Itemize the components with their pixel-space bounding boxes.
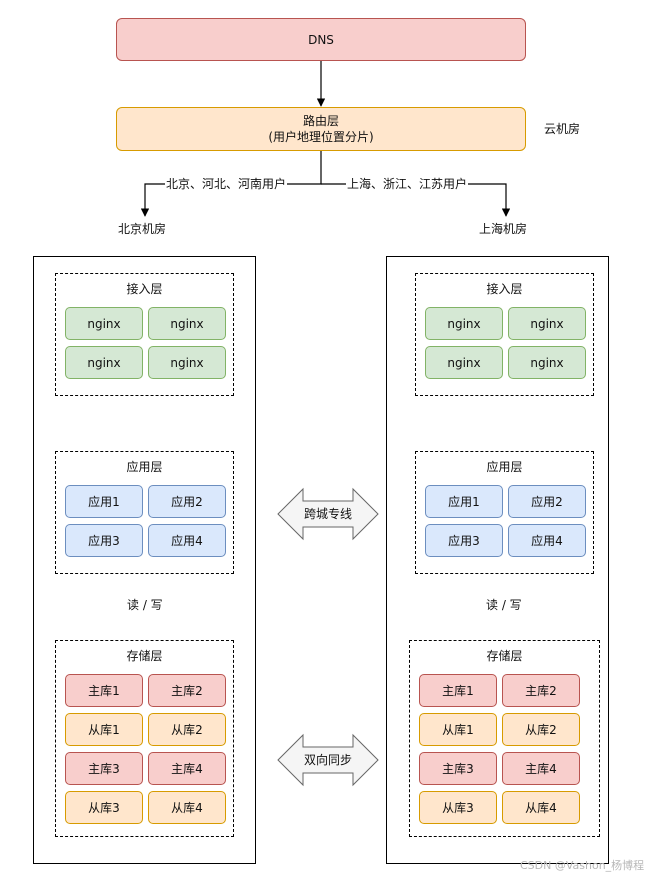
watermark: CSDN @Vashon_杨博程 (520, 859, 645, 872)
bj-read-write-label: 读 / 写 (125, 598, 165, 612)
sh-read-write-label: 读 / 写 (484, 598, 524, 612)
bj-nginx-node: nginx (65, 346, 143, 379)
bj-nginx-node: nginx (148, 346, 226, 379)
dns-label: DNS (308, 32, 334, 47)
bj-master-db-node: 主库3 (65, 752, 143, 785)
route-label-left: 北京、河北、河南用户 (165, 177, 288, 191)
sh-access-layer-title: 接入层 (486, 282, 523, 296)
router-layer-box: 路由层 (用户地理位置分片) (116, 107, 526, 151)
bj-storage-layer: 存储层 主库1 主库2 从库1 从库2 主库3 主库4 从库3 从库4 (55, 640, 234, 837)
sh-nginx-node: nginx (425, 307, 503, 340)
bidirectional-sync-label: 双向同步 (303, 753, 352, 767)
sh-nginx-node: nginx (508, 346, 586, 379)
beijing-datacenter-label: 北京机房 (118, 222, 167, 236)
sh-app-node: 应用1 (425, 485, 503, 518)
dedicated-line-label: 跨城专线 (303, 507, 352, 521)
bj-app-layer-title: 应用层 (126, 460, 163, 474)
dns-box: DNS (116, 18, 526, 61)
router-title: 路由层 (302, 114, 339, 128)
bj-slave-db-node: 从库3 (65, 791, 143, 824)
sh-app-layer: 应用层 应用1 应用2 应用3 应用4 (415, 451, 594, 574)
bj-app-node: 应用2 (148, 485, 226, 518)
bj-nginx-node: nginx (148, 307, 226, 340)
sh-slave-db-node: 从库4 (502, 791, 580, 824)
bj-master-db-node: 主库4 (148, 752, 226, 785)
sh-master-db-node: 主库4 (502, 752, 580, 785)
route-label-right: 上海、浙江、江苏用户 (346, 177, 469, 191)
sh-access-layer: 接入层 nginx nginx nginx nginx (415, 273, 594, 396)
sh-master-db-node: 主库3 (419, 752, 497, 785)
bj-access-layer-title: 接入层 (126, 282, 163, 296)
bj-app-node: 应用1 (65, 485, 143, 518)
sh-app-node: 应用3 (425, 524, 503, 557)
sh-slave-db-node: 从库1 (419, 713, 497, 746)
bj-master-db-node: 主库2 (148, 674, 226, 707)
sh-app-node: 应用4 (508, 524, 586, 557)
sh-storage-layer-title: 存储层 (486, 649, 523, 663)
bj-app-node: 应用4 (148, 524, 226, 557)
sh-master-db-node: 主库2 (502, 674, 580, 707)
dedicated-line-double-arrow (277, 487, 379, 541)
sh-storage-layer: 存储层 主库1 主库2 从库1 从库2 主库3 主库4 从库3 从库4 (409, 640, 600, 837)
sh-app-node: 应用2 (508, 485, 586, 518)
sh-master-db-node: 主库1 (419, 674, 497, 707)
bj-access-layer: 接入层 nginx nginx nginx nginx (55, 273, 234, 396)
bj-slave-db-node: 从库1 (65, 713, 143, 746)
bj-slave-db-node: 从库4 (148, 791, 226, 824)
cloud-datacenter-label: 云机房 (544, 122, 581, 136)
bj-nginx-node: nginx (65, 307, 143, 340)
sh-slave-db-node: 从库3 (419, 791, 497, 824)
bj-master-db-node: 主库1 (65, 674, 143, 707)
bj-app-layer: 应用层 应用1 应用2 应用3 应用4 (55, 451, 234, 574)
shanghai-datacenter-label: 上海机房 (479, 222, 528, 236)
sh-nginx-node: nginx (508, 307, 586, 340)
sh-slave-db-node: 从库2 (502, 713, 580, 746)
bj-storage-layer-title: 存储层 (126, 649, 163, 663)
bj-slave-db-node: 从库2 (148, 713, 226, 746)
bj-app-node: 应用3 (65, 524, 143, 557)
sh-app-layer-title: 应用层 (486, 460, 523, 474)
sync-double-arrow (277, 733, 379, 787)
router-subtitle: (用户地理位置分片) (268, 130, 374, 144)
sh-nginx-node: nginx (425, 346, 503, 379)
